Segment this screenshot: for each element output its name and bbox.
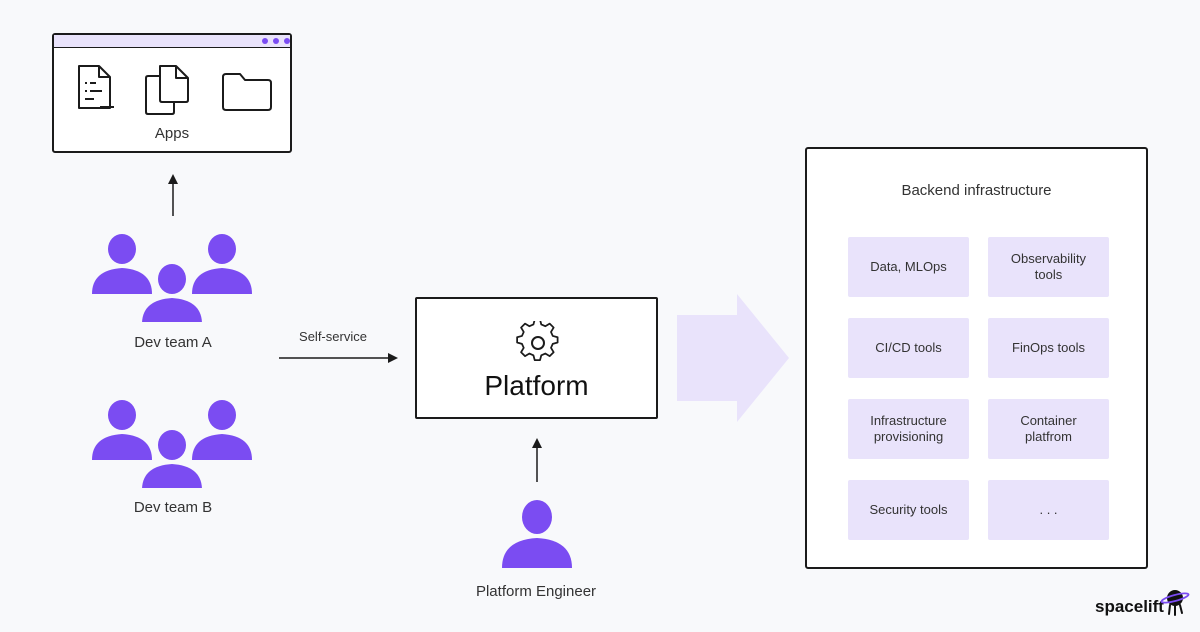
dev-team-a-icon: [92, 234, 252, 322]
tile-container: Container platfrom: [988, 399, 1109, 459]
window-titlebar: [54, 35, 290, 48]
window-dot-icon: [262, 38, 268, 44]
dev-team-b-icon: [92, 400, 252, 488]
tile-data-mlops: Data, MLOps: [848, 237, 969, 297]
astronaut-logo-icon: [1160, 590, 1190, 616]
tile-more: . . .: [988, 480, 1109, 540]
copy-icon: [145, 65, 189, 115]
big-arrow-shape: [677, 294, 789, 422]
folder-icon: [222, 73, 272, 111]
platform-box: Platform: [415, 297, 658, 419]
tile-infrastructure: Infrastructure provisioning: [848, 399, 969, 459]
platform-label: Platform: [484, 370, 589, 401]
tile-security: Security tools: [848, 480, 969, 540]
backend-infrastructure-box: Backend infrastructure Data, MLOps Obser…: [805, 147, 1148, 569]
platform-engineer-icon: [502, 500, 572, 568]
backend-title: Backend infrastructure: [901, 182, 1052, 199]
platform-engineer-label: Platform Engineer: [475, 583, 597, 600]
apps-label: Apps: [154, 125, 190, 142]
apps-window: Apps: [52, 33, 292, 153]
brand-wordmark: spacelift: [1095, 597, 1164, 616]
dev-team-b-label: Dev team B: [133, 499, 213, 516]
self-service-label: Self-service: [299, 329, 367, 344]
window-dot-icon: [284, 38, 290, 44]
window-dot-icon: [273, 38, 279, 44]
document-icon: [78, 65, 114, 109]
dev-team-a-label: Dev team A: [134, 334, 212, 351]
tile-cicd: CI/CD tools: [848, 318, 969, 378]
tile-finops: FinOps tools: [988, 318, 1109, 378]
tile-observability: Observability tools: [988, 237, 1109, 297]
gear-icon: [516, 321, 559, 361]
